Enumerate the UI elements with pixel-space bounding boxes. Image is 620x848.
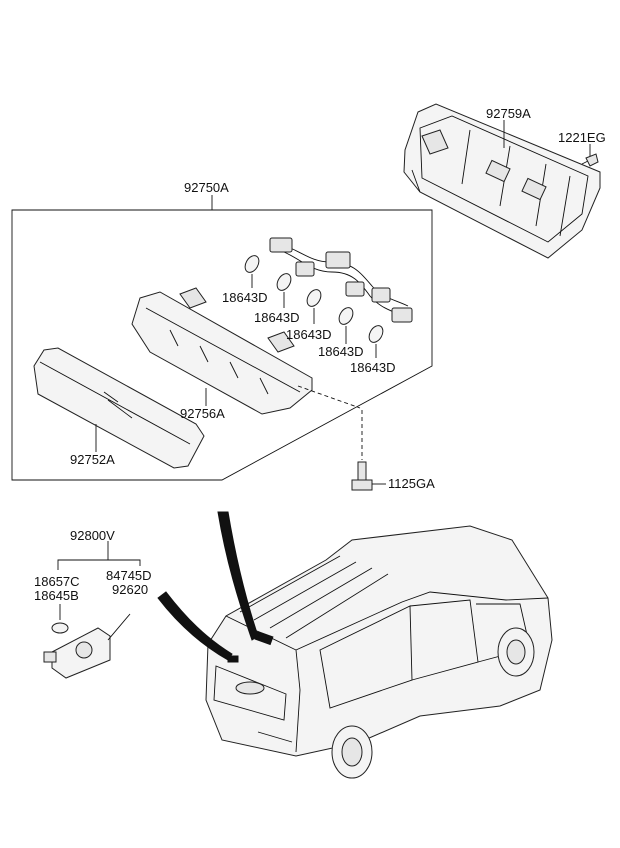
label-92759A: 92759A xyxy=(486,106,531,121)
label-18643D-3: 18643D xyxy=(286,327,332,342)
wiring-harness xyxy=(269,237,413,323)
bulb-18643D-3 xyxy=(306,289,322,307)
bulb-18643D-5 xyxy=(368,325,384,343)
label-18657C: 18657C xyxy=(34,574,80,589)
label-84745D: 84745D xyxy=(106,568,152,583)
label-92800V: 92800V xyxy=(70,528,115,543)
lens-92752A xyxy=(33,347,205,469)
cover-part-92759A xyxy=(403,103,601,259)
screw-1221EG xyxy=(581,153,599,167)
label-92752A: 92752A xyxy=(70,452,115,467)
car-illustration xyxy=(205,525,553,779)
lamp-unit-92620 xyxy=(43,613,131,679)
label-92750A: 92750A xyxy=(184,180,229,195)
screw-1125GA xyxy=(351,410,373,491)
bulb-18643D-1 xyxy=(244,255,260,273)
label-18643D-1: 18643D xyxy=(222,290,268,305)
label-18643D-5: 18643D xyxy=(350,360,396,375)
label-18643D-2: 18643D xyxy=(254,310,300,325)
label-18643D-4: 18643D xyxy=(318,344,364,359)
lamp-housing-92756A xyxy=(131,287,361,415)
bulb-18643D-2 xyxy=(276,273,292,291)
pointer-arrow-stop-lamp xyxy=(217,511,259,641)
pointer-arrow-license-lamp xyxy=(157,591,233,661)
bulb-18643D-4 xyxy=(338,307,354,325)
label-92620: 92620 xyxy=(112,582,148,597)
label-92756A: 92756A xyxy=(180,406,225,421)
bulb-18657C xyxy=(51,604,69,634)
label-1221EG: 1221EG xyxy=(558,130,606,145)
leader-92800V xyxy=(57,541,141,570)
label-18645B: 18645B xyxy=(34,588,79,603)
assembly-box-92750A xyxy=(11,209,433,481)
label-1125GA: 1125GA xyxy=(388,476,435,491)
